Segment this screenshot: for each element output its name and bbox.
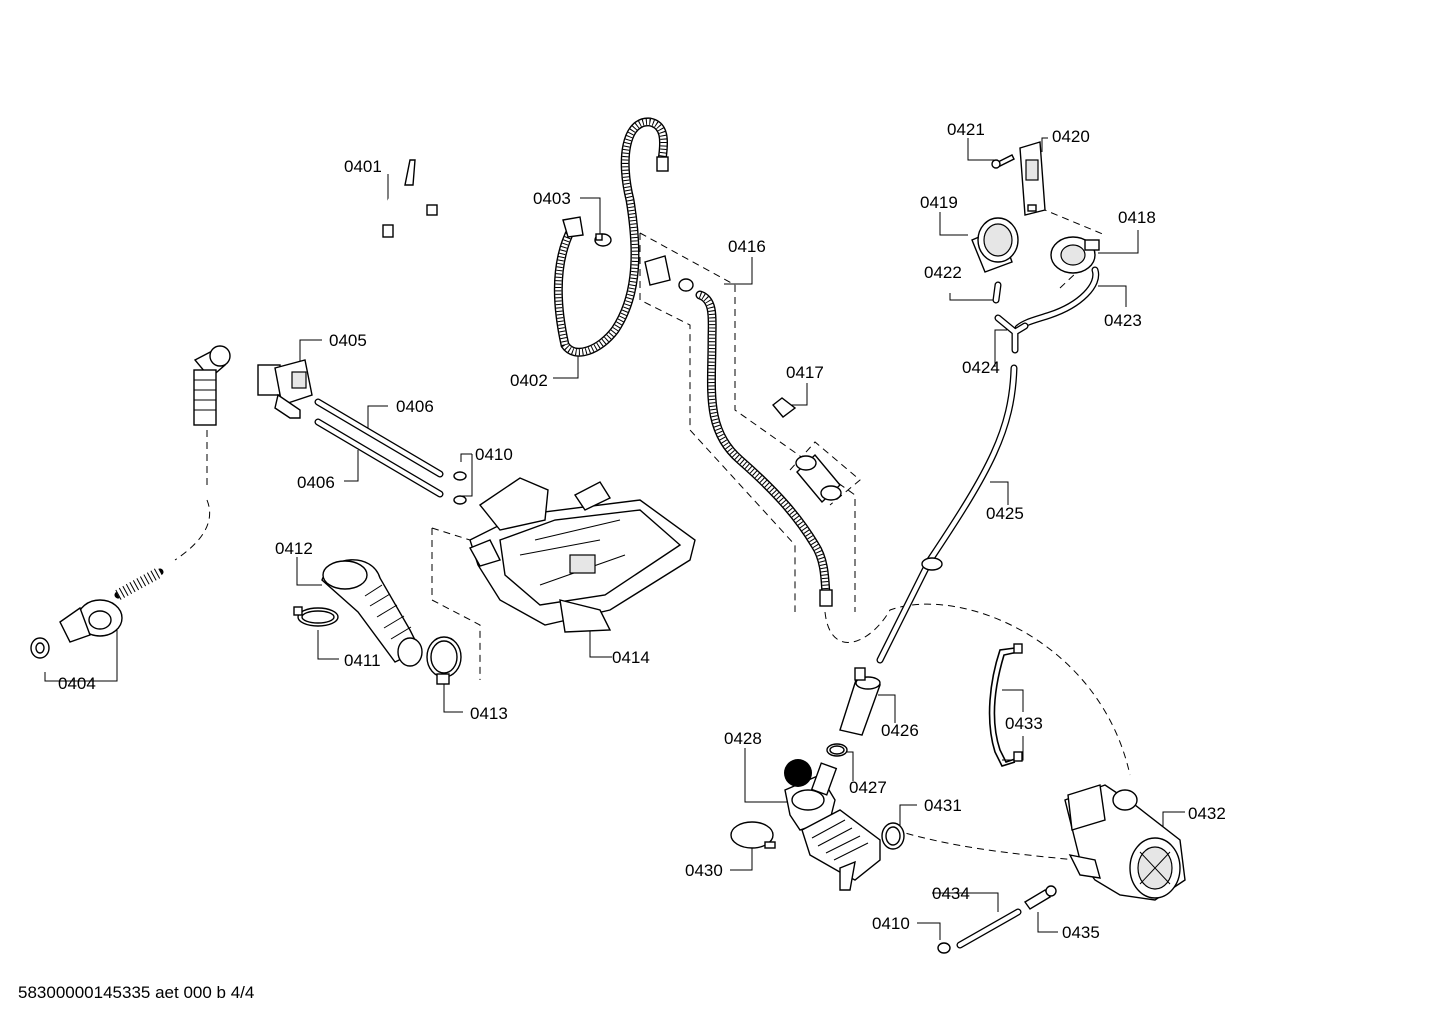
part-0419-sensor-unit: [971, 217, 1019, 273]
callout-0418: 0418: [1118, 208, 1156, 227]
callout-0426: 0426: [881, 721, 919, 740]
callout-0412: 0412: [275, 539, 313, 558]
callout-0425: 0425: [986, 504, 1024, 523]
part-0404-elbow-fitting: [193, 345, 231, 426]
part-0410-lower-clamp: [937, 942, 951, 954]
part-0425-pressure-tube: [876, 364, 1018, 664]
part-0403-hose-clamp: [594, 233, 612, 247]
callout-0404: 0404: [58, 674, 96, 693]
callout-0427: 0427: [849, 778, 887, 797]
callout-0432: 0432: [1188, 804, 1226, 823]
part-0424-t-connector: [994, 314, 1029, 354]
part-0427-hose-clamp: [826, 743, 848, 757]
callout-0406-upper: 0406: [396, 397, 434, 416]
part-0421-screw: [991, 154, 1015, 169]
part-0413-hose-clamp: [426, 636, 462, 685]
callout-0414: 0414: [612, 648, 650, 667]
part-0431-drain-bellows: [801, 809, 905, 891]
callout-0410-upper: 0410: [475, 445, 513, 464]
part-0430-sealing-ring: [730, 821, 776, 849]
callout-0411: 0411: [344, 651, 381, 670]
part-0417-clip: [771, 397, 797, 418]
callout-0401: 0401: [344, 157, 382, 176]
part-0417-sleeve: [795, 453, 842, 504]
leader-lines: [44, 137, 1185, 940]
callout-labels: 0401 0402 0403 0404 0405 0406 0406 0410 …: [58, 120, 1226, 942]
document-code: 58300000145335 aet 000 b 4/4: [18, 983, 254, 1002]
part-0402-inlet-hose: [553, 117, 669, 357]
part-0404-inlet-connector: [30, 567, 164, 659]
part-0422-small-tube: [992, 281, 1002, 304]
part-0414-dispenser-housing: [469, 477, 696, 633]
part-0434-tube: [956, 908, 1022, 949]
part-0412-dispenser-hose: [321, 559, 423, 667]
callout-0431: 0431: [924, 796, 962, 815]
callout-0433: 0433: [1005, 714, 1043, 733]
callout-0410-lower: 0410: [872, 914, 910, 933]
callout-0434: 0434: [932, 884, 970, 903]
callout-0422: 0422: [924, 263, 962, 282]
callout-0417: 0417: [786, 363, 824, 382]
callout-0428: 0428: [724, 729, 762, 748]
part-0401-hose-bend-support: [382, 159, 438, 238]
callout-0423: 0423: [1104, 311, 1142, 330]
callout-0420: 0420: [1052, 127, 1090, 146]
part-0410-small-clamps: [453, 471, 467, 505]
part-0406-connecting-tubes: [314, 398, 444, 498]
callout-0402: 0402: [510, 371, 548, 390]
callout-0416: 0416: [728, 237, 766, 256]
part-0432-drain-pump: [1064, 784, 1186, 901]
callout-0403: 0403: [533, 189, 571, 208]
part-0423-pressure-hose: [1014, 266, 1100, 332]
callout-0405: 0405: [329, 331, 367, 350]
part-0428-sump-with-ball: [784, 759, 838, 831]
part-0420-mounting-bracket: [1019, 141, 1046, 216]
part-0405-inlet-valve: [257, 359, 313, 419]
part-0416-hose-assembly: [644, 255, 833, 607]
part-0435-plug: [1023, 885, 1057, 910]
callout-0413: 0413: [470, 704, 508, 723]
callout-0419: 0419: [920, 193, 958, 212]
callout-0424: 0424: [962, 358, 1000, 377]
part-0426-air-chamber: [839, 667, 881, 736]
part-0418-pressure-switch: [1050, 236, 1100, 274]
callout-0430: 0430: [685, 861, 723, 880]
part-0433-wire-bracket: [988, 643, 1023, 767]
callout-0421: 0421: [947, 120, 985, 139]
callout-0406-lower: 0406: [297, 473, 335, 492]
callout-0435: 0435: [1062, 923, 1100, 942]
part-0411-hose-clamp: [293, 606, 339, 627]
